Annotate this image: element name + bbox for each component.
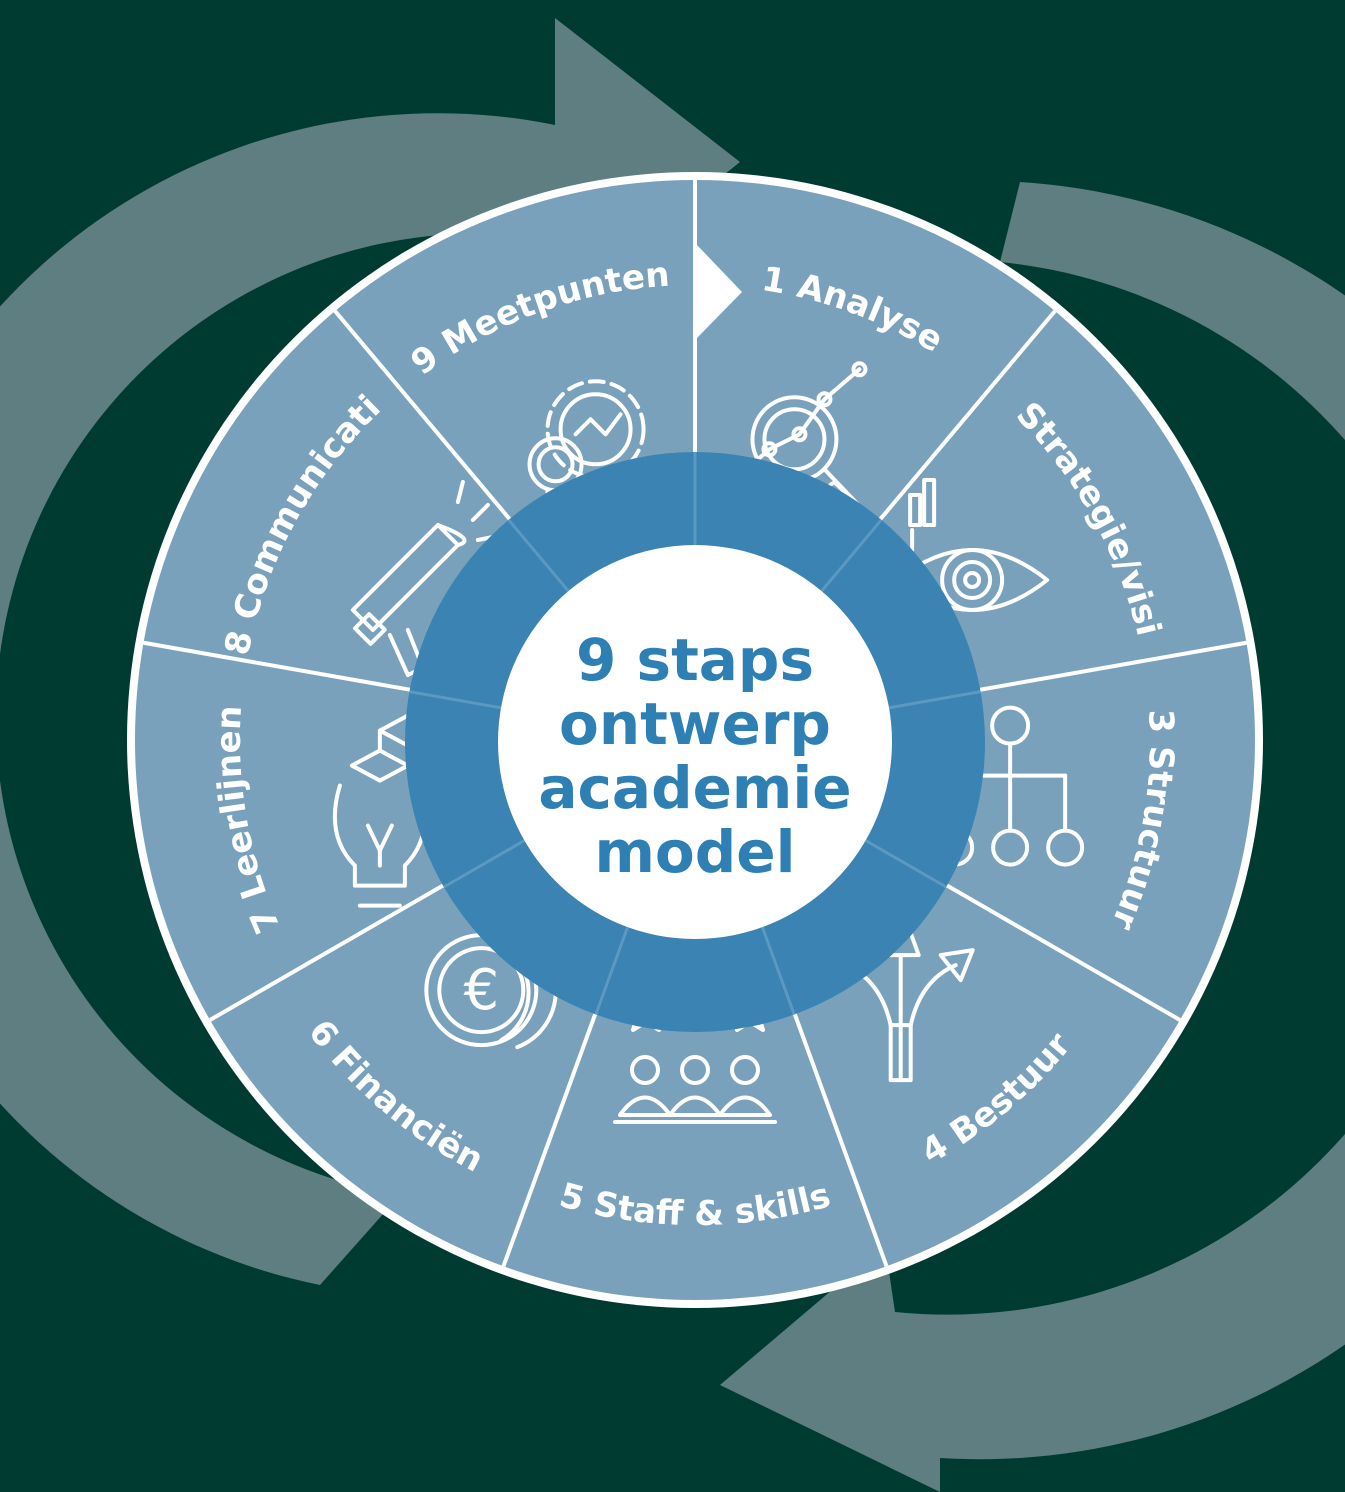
ring-tick <box>820 518 883 593</box>
start-marker-icon <box>697 245 742 338</box>
center-circle <box>498 545 892 939</box>
center-line-1: 9 staps <box>576 626 814 694</box>
ring-tick <box>888 690 981 710</box>
center-line-3: academie <box>538 754 851 822</box>
ring-tick <box>443 839 526 889</box>
svg-text:€: € <box>463 958 499 1023</box>
cycle-arrow-left <box>0 18 740 1285</box>
team-stars-icon <box>613 970 777 1124</box>
ring-tick <box>864 839 947 889</box>
cycle-arrow-right <box>720 182 1345 1492</box>
inner-ring-ticks <box>409 452 981 1016</box>
ring-tick <box>409 690 502 710</box>
ring-tick <box>594 926 630 1016</box>
ring-tick <box>507 518 570 593</box>
cycle-arrows <box>0 18 1345 1492</box>
ring-tick <box>760 926 796 1016</box>
center-line-4: model <box>594 818 795 886</box>
center-title: 9 staps ontwerp academie model <box>538 626 851 886</box>
center-line-2: ontwerp <box>559 690 831 758</box>
